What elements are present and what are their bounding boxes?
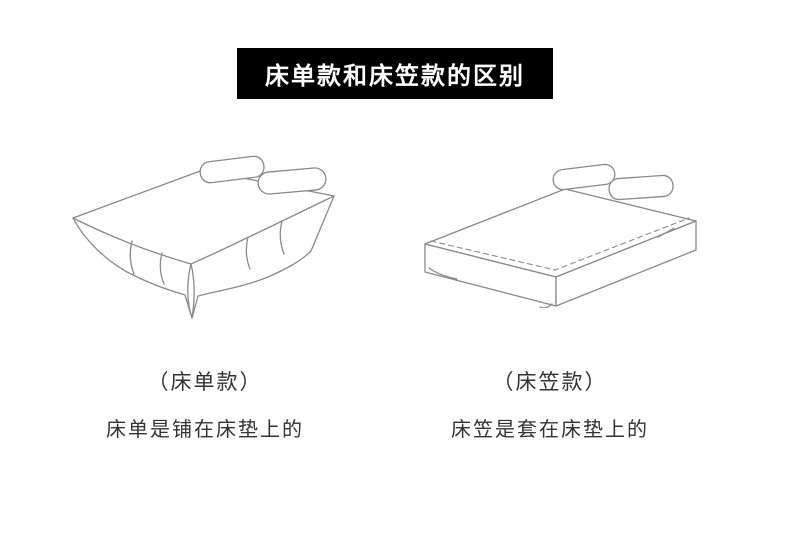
fitted-sheet-caption: （床笠款） 床笠是套在床垫上的 [405, 366, 695, 442]
fitted-sheet-illustration [415, 158, 705, 308]
pillow-right [608, 174, 674, 201]
pillow-left [552, 163, 616, 191]
flat-sheet-bed-drawing [72, 155, 335, 319]
flat-sheet-description: 床单是铺在床垫上的 [106, 419, 304, 441]
flat-sheet-caption: （床单款） 床单是铺在床垫上的 [60, 366, 350, 442]
flat-sheet-illustration [58, 148, 348, 353]
pillow-right [257, 167, 327, 195]
flat-sheet-label: （床单款） [147, 371, 263, 394]
title-banner: 床单款和床笠款的区别 [237, 48, 553, 99]
fitted-sheet-label: （床笠款） [492, 371, 608, 394]
page-title: 床单款和床笠款的区别 [265, 63, 525, 90]
pillow-left [199, 155, 265, 184]
fitted-sheet-description: 床笠是套在床垫上的 [451, 419, 649, 441]
fitted-sheet-bed-drawing [424, 163, 697, 308]
